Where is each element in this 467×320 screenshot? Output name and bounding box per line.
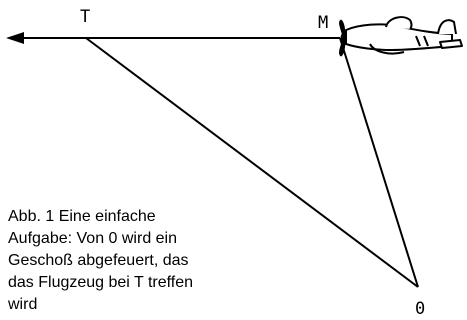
direction-arrowhead [6, 32, 24, 44]
caption-line: das Flugzeug bei T treffen [8, 274, 194, 291]
caption-line: Abb. 1 Eine einfache [8, 208, 156, 225]
caption-line: wird [8, 296, 38, 313]
caption-line: Geschoß abgefeuert, das [8, 252, 189, 269]
caption-line: Aufgabe: Von 0 wird ein [8, 230, 178, 247]
line-M-to-0 [339, 37, 419, 288]
point-label-0: 0 [415, 299, 425, 319]
line-T-to-0 [85, 37, 419, 288]
point-label-M: M [318, 13, 328, 33]
figure-caption: Abb. 1 Eine einfache Aufgabe: Von 0 wird… [8, 206, 223, 316]
point-label-T: T [80, 7, 90, 27]
propeller-airplane-icon [339, 16, 463, 57]
